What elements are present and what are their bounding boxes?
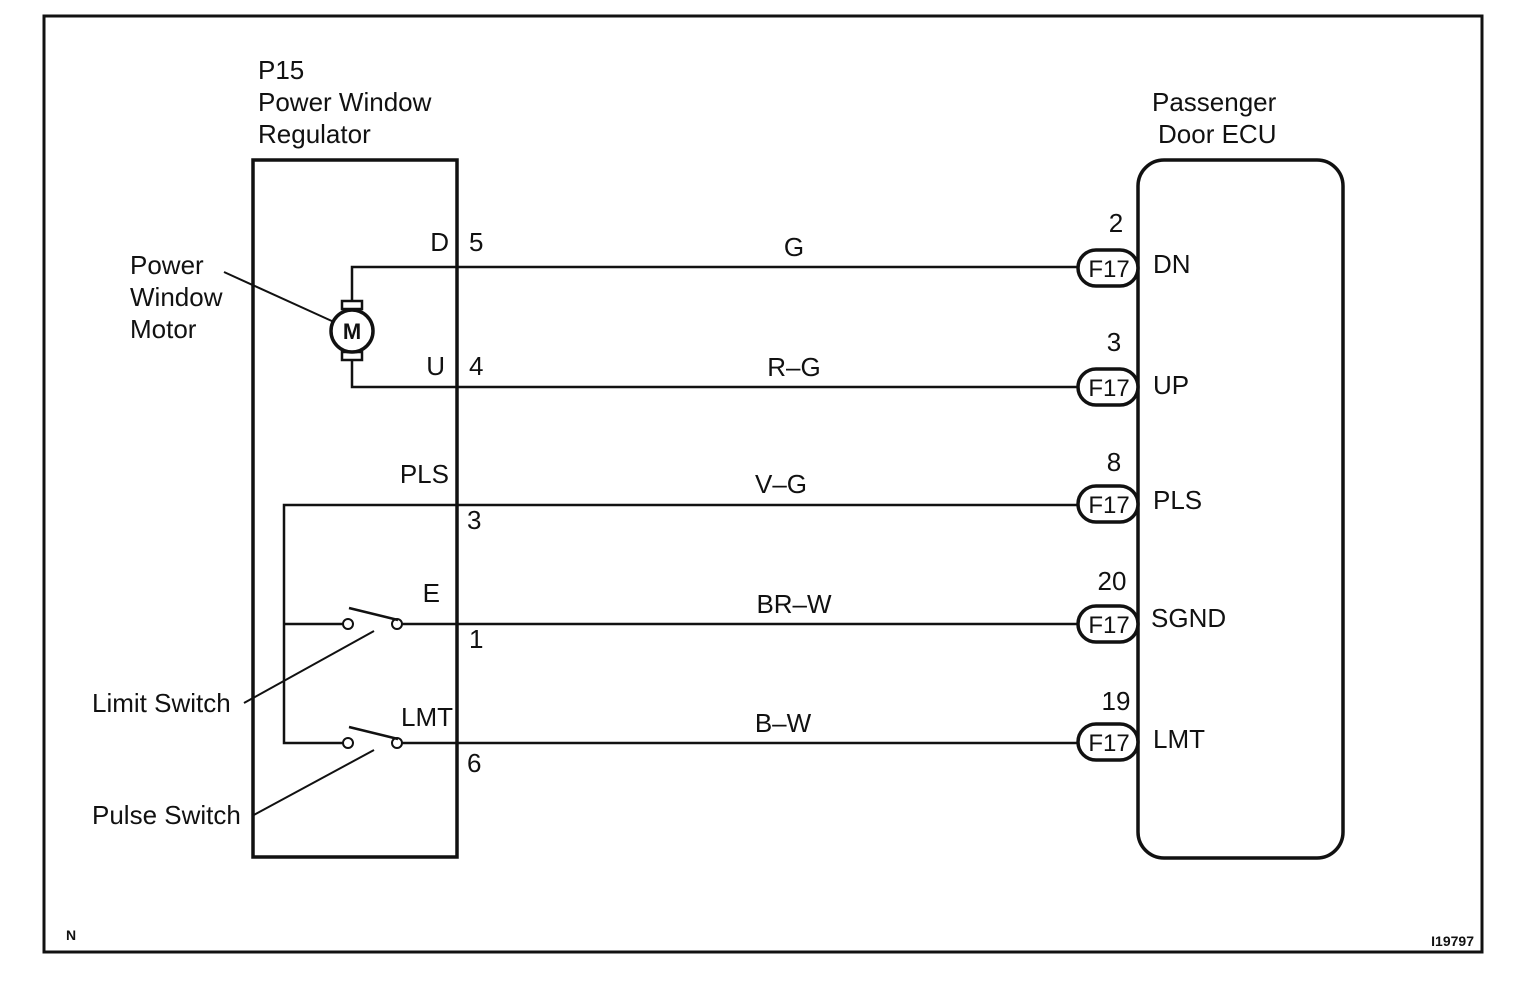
reg-terminal-d: D (430, 227, 449, 257)
connector-f17 (1076, 484, 1140, 524)
limit-switch-leader (243, 630, 375, 704)
regulator-name-line2: Regulator (258, 119, 371, 149)
ecu-pin-8: 8 (1107, 447, 1121, 477)
circuit-sgnd: E 1 BR–W 20 F17 SGND (423, 566, 1226, 654)
limit-switch-icon (342, 606, 457, 630)
reg-terminal-e: E (423, 578, 440, 608)
pulse-switch-leader (251, 749, 375, 817)
ecu-pin-20: 20 (1098, 566, 1127, 596)
reg-terminal-u: U (426, 351, 445, 381)
wire-color-label: R–G (767, 352, 820, 382)
motor-lead-up (350, 360, 457, 389)
circuit-lmt: LMT 6 B–W 19 F17 LMT (401, 686, 1205, 778)
ecu-terminal-dn: DN (1153, 249, 1191, 279)
power-window-motor-icon: M (329, 299, 375, 362)
reg-terminal-lmt: LMT (401, 702, 453, 732)
motor-label-line3: Motor (130, 314, 197, 344)
motor-leader-line (223, 271, 335, 323)
reg-pin-4: 4 (469, 351, 483, 381)
reg-pin-1: 1 (469, 624, 483, 654)
wire-color-label: B–W (755, 708, 812, 738)
reg-terminal-pls: PLS (400, 459, 449, 489)
circuit-pls: PLS 3 V–G 8 F17 PLS (400, 447, 1202, 535)
ecu-name-line2: Door ECU (1158, 119, 1276, 149)
regulator-name-line1: Power Window (258, 87, 432, 117)
corner-mark: N (66, 927, 76, 943)
connector-f17 (1076, 604, 1140, 644)
regulator-box (251, 158, 459, 859)
circuit-up: U 4 R–G 3 F17 UP (426, 327, 1189, 407)
connector-label: F17 (1088, 375, 1129, 402)
connector-label: F17 (1088, 492, 1129, 519)
limit-switch-label: Limit Switch (92, 688, 231, 718)
ecu-pin-2: 2 (1109, 208, 1123, 238)
wire-color-label: V–G (755, 469, 807, 499)
ecu-name-line1: Passenger (1152, 87, 1277, 117)
ecu-pin-3: 3 (1107, 327, 1121, 357)
connector-label: F17 (1088, 612, 1129, 639)
motor-symbol: M (343, 319, 361, 344)
motor-label-line2: Window (130, 282, 223, 312)
connector-label: F17 (1088, 730, 1129, 757)
connector-label: F17 (1088, 256, 1129, 283)
figure-code: I19797 (1431, 933, 1474, 949)
regulator-id: P15 (258, 55, 304, 85)
connector-f17 (1076, 367, 1140, 407)
circuit-dn: D 5 G 2 F17 DN (430, 208, 1191, 288)
wire-color-label: BR–W (756, 589, 832, 619)
diagram-frame (42, 14, 1484, 954)
reg-pin-3: 3 (467, 505, 481, 535)
ecu-terminal-lmt: LMT (1153, 724, 1205, 754)
reg-pin-5: 5 (469, 227, 483, 257)
ecu-terminal-up: UP (1153, 370, 1189, 400)
ecu-terminal-pls: PLS (1153, 485, 1202, 515)
motor-lead-down (350, 265, 457, 303)
ecu-pin-19: 19 (1102, 686, 1131, 716)
wire-color-label: G (784, 232, 804, 262)
connector-f17 (1076, 248, 1140, 288)
reg-pin-6: 6 (467, 748, 481, 778)
connector-f17 (1076, 722, 1140, 762)
pulse-switch-icon (342, 725, 457, 749)
ecu-terminal-sgnd: SGND (1151, 603, 1226, 633)
motor-label-line1: Power (130, 250, 204, 280)
pulse-switch-label: Pulse Switch (92, 800, 241, 830)
